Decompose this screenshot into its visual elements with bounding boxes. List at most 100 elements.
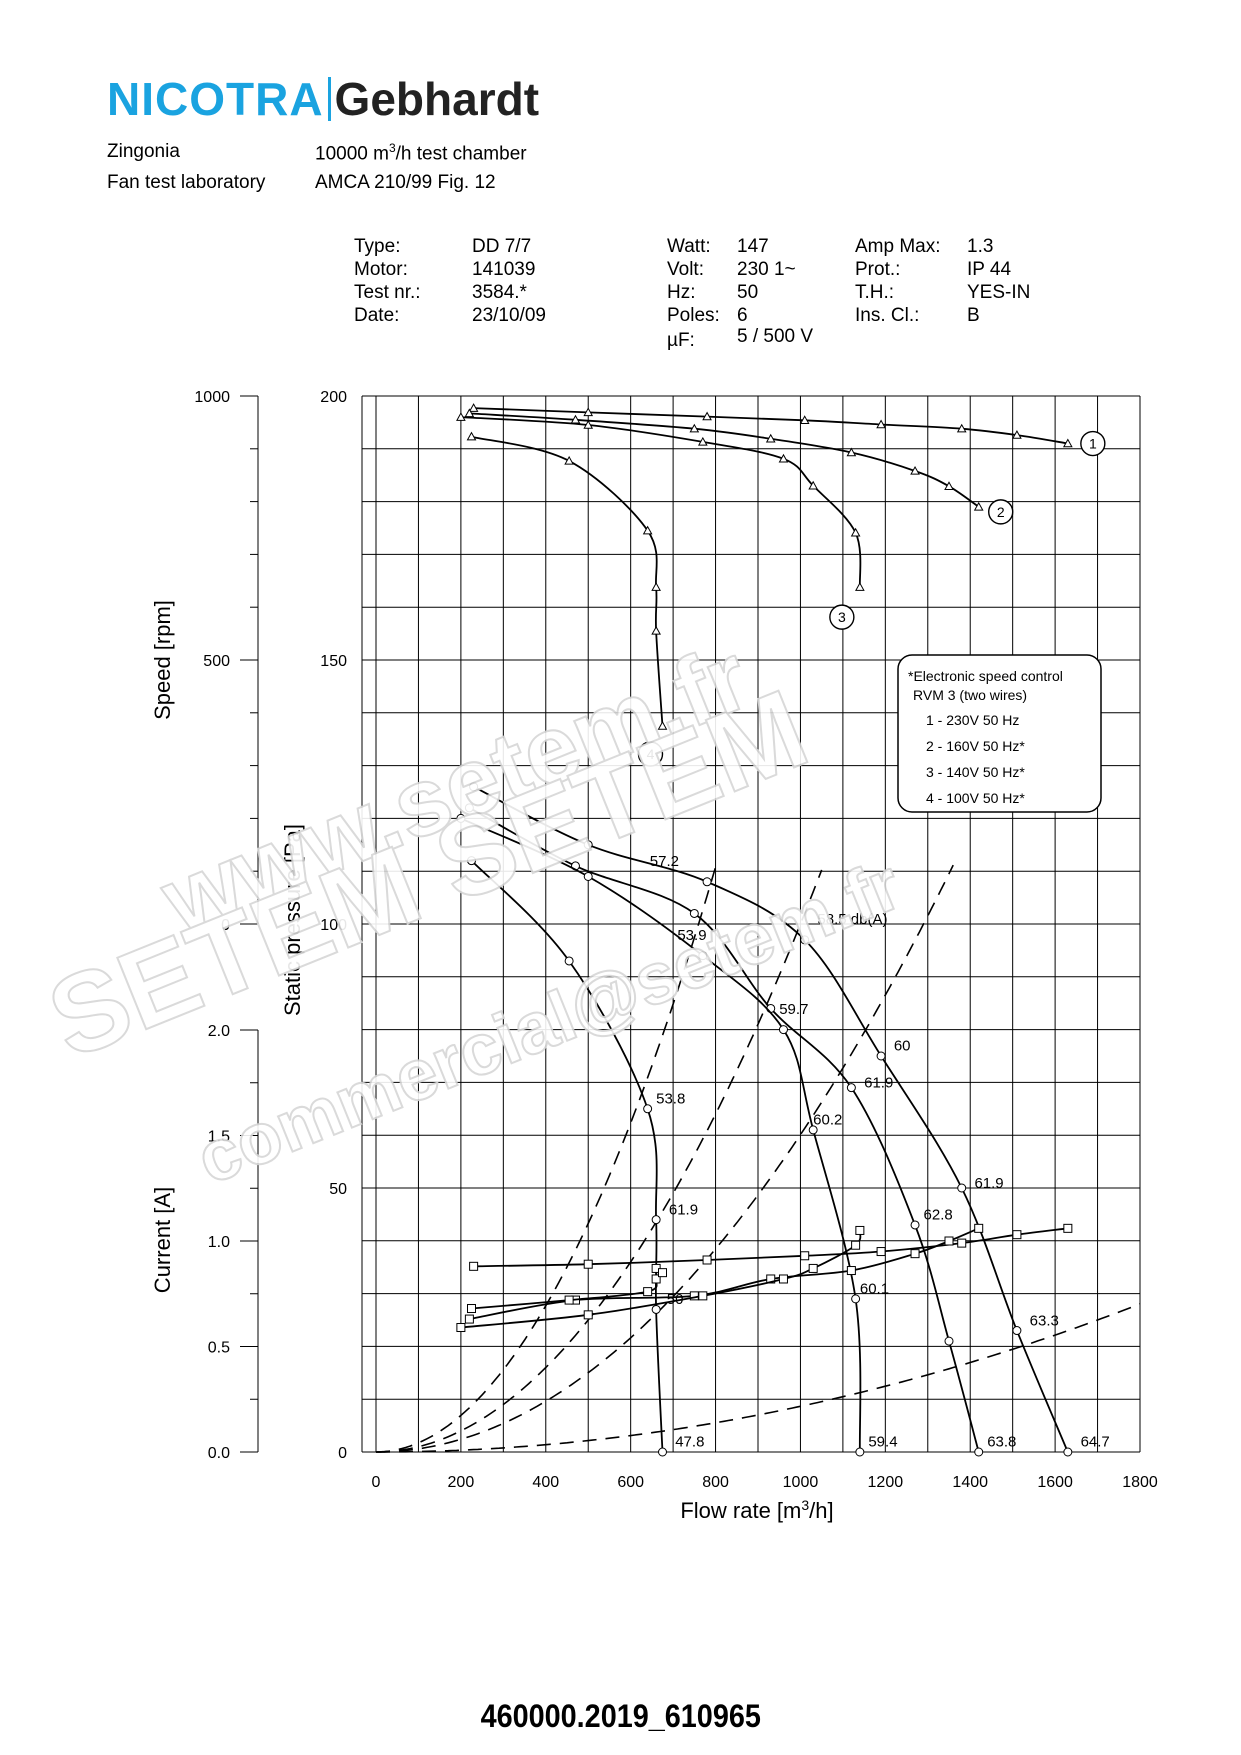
pressure-tick-label: 200 bbox=[320, 389, 347, 406]
spec-testnr-label: Test nr.: bbox=[354, 282, 421, 303]
spec-th-label: T.H.: bbox=[855, 282, 895, 303]
chamber-text-sup: 3 bbox=[388, 141, 396, 155]
pressure-point bbox=[456, 813, 466, 823]
noise-label: 63.3 bbox=[1030, 1312, 1059, 1329]
speed-axis-label: Speed [rpm] bbox=[150, 600, 175, 720]
legend-entry-4: 4 - 100V 50 Hz* bbox=[926, 790, 1025, 806]
speed-point bbox=[456, 412, 466, 421]
noise-label: 59.7 bbox=[779, 1001, 808, 1018]
spec-volt-value: 230 1~ bbox=[737, 259, 796, 280]
speed-point bbox=[778, 453, 789, 463]
current-point bbox=[846, 1266, 856, 1276]
curve-marker-label-3: 3 bbox=[838, 609, 846, 625]
current-point bbox=[851, 1240, 861, 1250]
pressure-point bbox=[464, 803, 474, 813]
pressure-point bbox=[808, 1125, 818, 1135]
noise-label: 59.4 bbox=[868, 1434, 897, 1451]
flow-tick-label: 1000 bbox=[783, 1474, 819, 1491]
flow-tick-label: 0 bbox=[372, 1474, 381, 1491]
flow-tick-label: 800 bbox=[702, 1474, 729, 1491]
curve-marker-label-4: 4 bbox=[647, 746, 655, 762]
spec-volt-label: Volt: bbox=[667, 259, 704, 280]
flow-axis-label: Flow rate [m3/h] bbox=[680, 1497, 833, 1523]
speed-point bbox=[973, 501, 984, 511]
speed-tick-label: 0 bbox=[221, 917, 230, 934]
flow-tick-label: 400 bbox=[532, 1474, 559, 1491]
noise-label: 62.8 bbox=[924, 1207, 953, 1224]
current-point bbox=[467, 1304, 476, 1314]
pressure-curve-2 bbox=[468, 807, 980, 1453]
speed-point bbox=[855, 582, 865, 591]
speed-point bbox=[583, 420, 594, 429]
pressure-point bbox=[702, 877, 712, 887]
pressure-point bbox=[689, 908, 699, 918]
noise-label: 58.5 db(A) bbox=[817, 911, 887, 928]
brand-logo-nicotra: NICOTRA bbox=[107, 73, 324, 125]
pressure-tick-label: 0 bbox=[338, 1445, 347, 1462]
speed-point bbox=[702, 411, 712, 421]
watermark-line2: SETEM SETEM bbox=[32, 666, 823, 1083]
chart-grid bbox=[362, 395, 1141, 1453]
spec-testnr-value: 3584.* bbox=[472, 282, 527, 303]
pressure-point bbox=[564, 956, 574, 966]
current-point bbox=[808, 1263, 818, 1273]
speed-point bbox=[657, 720, 668, 730]
speed-point bbox=[765, 433, 776, 443]
current-point bbox=[702, 1255, 712, 1265]
flow-axis-label-post: /h] bbox=[809, 1498, 833, 1523]
pressure-point bbox=[583, 840, 593, 850]
pressure-point bbox=[846, 1083, 856, 1093]
pressure-point bbox=[957, 1183, 967, 1193]
pressure-point bbox=[467, 856, 476, 866]
speed-point bbox=[799, 415, 810, 424]
chamber-text: 10000 m3/h test chamber bbox=[315, 141, 527, 165]
spec-motor-label: Motor: bbox=[354, 259, 408, 280]
legend-title: *Electronic speed control bbox=[908, 668, 1063, 684]
pressure-point bbox=[851, 1294, 861, 1304]
spec-prot-label: Prot.: bbox=[855, 259, 901, 280]
spec-type-label: Type: bbox=[354, 236, 401, 257]
spec-watt-value: 147 bbox=[737, 236, 769, 257]
lab-text: Fan test laboratory bbox=[107, 172, 266, 193]
speed-point bbox=[850, 527, 861, 537]
noise-label: 60 bbox=[894, 1038, 911, 1055]
curve-marker-circle-1 bbox=[1080, 430, 1106, 457]
system-curve-1 bbox=[375, 866, 717, 1453]
current-point bbox=[464, 1314, 474, 1324]
legend-entry-2: 2 - 160V 50 Hz* bbox=[926, 738, 1025, 754]
pressure-point bbox=[643, 1104, 653, 1114]
current-point bbox=[910, 1249, 920, 1259]
noise-label: 61.9 bbox=[864, 1075, 893, 1092]
noise-label: 60.1 bbox=[860, 1281, 889, 1298]
curve-marker-circle-3 bbox=[829, 604, 855, 630]
spec-type-value: DD 7/7 bbox=[472, 236, 532, 257]
current-point bbox=[1012, 1230, 1022, 1240]
noise-label: 61.9 bbox=[669, 1201, 698, 1218]
current-point bbox=[957, 1238, 967, 1248]
system-curves bbox=[375, 864, 1141, 1453]
spec-uf-label: µF: bbox=[667, 330, 695, 351]
speed-control-legend: *Electronic speed control RVM 3 (two wir… bbox=[897, 654, 1102, 813]
current-tick-label: 1.5 bbox=[208, 1129, 230, 1146]
pressure-curve-4 bbox=[470, 859, 664, 1453]
current-point bbox=[658, 1268, 667, 1278]
current-point bbox=[643, 1287, 653, 1297]
spec-prot-value: IP 44 bbox=[967, 259, 1012, 280]
current-point bbox=[944, 1236, 954, 1246]
flow-tick-label: 600 bbox=[617, 1474, 644, 1491]
speed-point bbox=[468, 403, 479, 412]
speed-point bbox=[846, 447, 857, 457]
speed-point bbox=[1062, 438, 1073, 448]
pressure-point bbox=[1012, 1326, 1022, 1336]
pressure-point bbox=[910, 1220, 920, 1230]
spec-poles-value: 6 bbox=[737, 305, 748, 326]
standard-text: AMCA 210/99 Fig. 12 bbox=[315, 172, 496, 193]
current-point bbox=[1063, 1223, 1073, 1233]
pressure-point bbox=[1063, 1447, 1073, 1457]
speed-tick-label: 500 bbox=[203, 653, 230, 670]
noise-label: 64.7 bbox=[1081, 1434, 1110, 1451]
current-point bbox=[974, 1223, 984, 1233]
pressure-point bbox=[698, 951, 708, 961]
